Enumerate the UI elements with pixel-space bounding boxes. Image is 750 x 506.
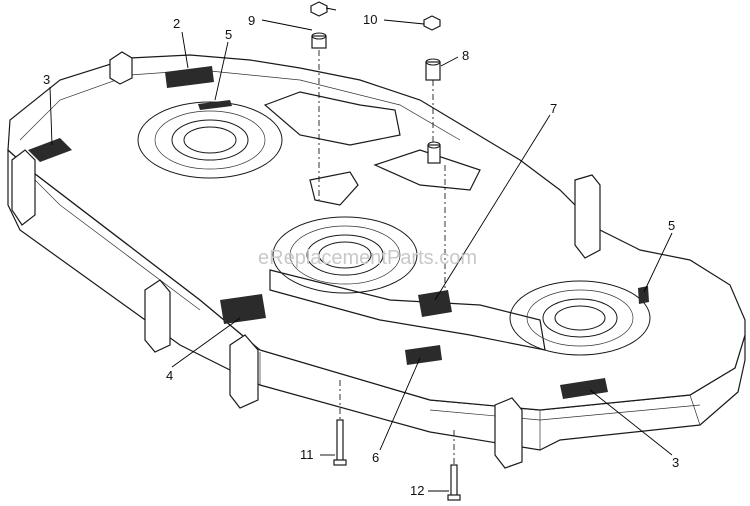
leader-4	[171, 317, 241, 368]
spindle-center	[272, 216, 418, 294]
spindle-left	[137, 101, 283, 179]
skirt-bracket-2	[144, 279, 171, 353]
deck-top-surface	[7, 54, 746, 411]
nut-10-left	[310, 1, 328, 17]
deck-skirt-line	[29, 174, 201, 311]
callout-3-right: 3	[672, 455, 679, 470]
decal-5-right	[638, 286, 649, 304]
callout-8: 8	[462, 48, 469, 63]
decal-2	[165, 66, 214, 88]
decal-3-left	[28, 138, 72, 162]
callout-6: 6	[372, 450, 379, 465]
leader-7	[434, 114, 551, 301]
skirt-bracket-1	[11, 149, 36, 226]
rear-bracket-right	[574, 174, 601, 259]
leader-10-right	[383, 19, 425, 25]
callout-10: 10	[363, 12, 377, 27]
mower-deck	[7, 51, 746, 469]
baffle-plate-mid	[373, 149, 481, 191]
callout-4: 4	[166, 368, 173, 383]
leader-5-left	[214, 41, 229, 101]
nut-10-right	[423, 15, 441, 31]
callout-5-right: 5	[668, 218, 675, 233]
spindle-right	[509, 280, 651, 356]
decal-3-right	[560, 378, 608, 399]
skirt-bracket-3	[229, 334, 259, 409]
callout-2: 2	[173, 16, 180, 31]
callout-7: 7	[550, 101, 557, 116]
leader-2	[181, 31, 189, 69]
leader-6	[379, 357, 421, 451]
decal-7	[418, 290, 452, 317]
decal-5-left	[198, 100, 232, 110]
leader-9	[261, 19, 313, 31]
skirt-bracket-4	[494, 397, 523, 469]
baffle-plate-rear	[263, 91, 401, 146]
callout-3-left: 3	[43, 72, 50, 87]
callout-5-left: 5	[225, 27, 232, 42]
callout-12: 12	[410, 483, 424, 498]
watermark-text: eReplacementParts.com	[258, 247, 477, 269]
rear-bracket-left	[109, 51, 133, 85]
deck-corner-line-3	[689, 394, 701, 426]
leader-3-left	[49, 86, 53, 146]
decal-4	[220, 294, 266, 324]
spacer-8	[425, 58, 441, 81]
callout-11: 11	[300, 447, 314, 462]
leader-8	[440, 56, 459, 67]
pivot-plate	[309, 171, 359, 206]
decal-6	[405, 345, 442, 365]
bolt-12	[447, 464, 461, 501]
leader-10-left	[325, 7, 337, 11]
bolt-11	[333, 419, 347, 466]
leader-5-right	[643, 232, 673, 293]
callout-9: 9	[248, 13, 255, 28]
stud-center	[427, 141, 441, 164]
leader-3-right	[589, 389, 673, 456]
nut-9	[311, 32, 327, 49]
